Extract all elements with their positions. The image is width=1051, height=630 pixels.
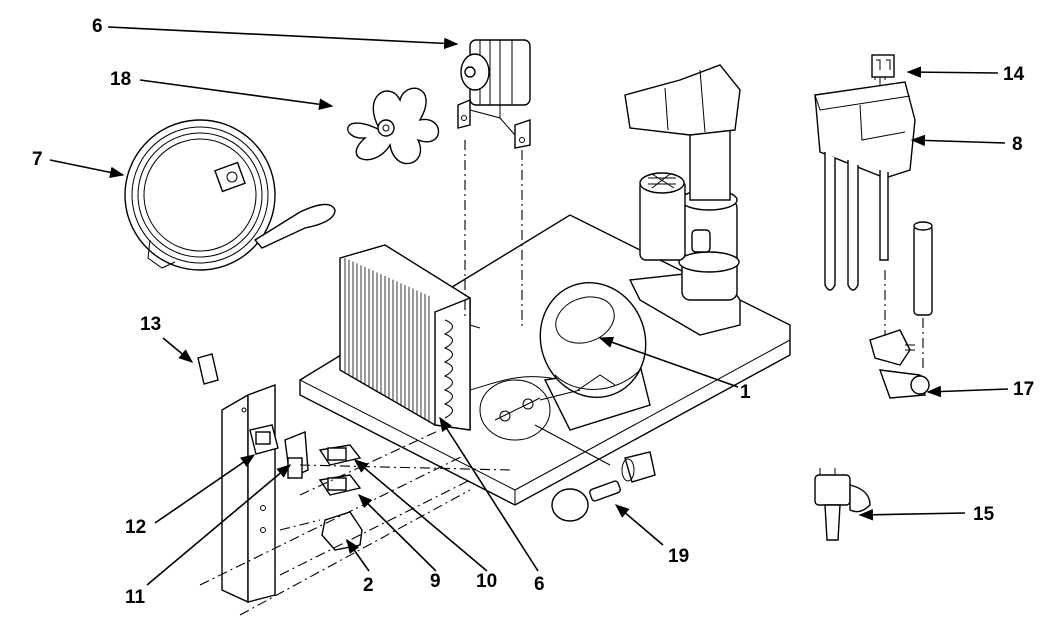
callout-19: 19	[668, 546, 689, 567]
auger-drive-assembly	[624, 64, 741, 336]
callout-18: 18	[110, 69, 131, 90]
fan-blade	[347, 87, 440, 165]
control-box-panel	[221, 383, 276, 604]
callout-6-top: 6	[92, 16, 103, 37]
compressor	[539, 281, 651, 431]
callout-1: 1	[740, 382, 751, 403]
overflow-tube	[913, 221, 933, 316]
callout-8: 8	[1012, 134, 1023, 155]
relay-upper	[318, 444, 362, 466]
water-inlet-valve	[814, 468, 871, 541]
callout-15: 15	[973, 504, 995, 525]
callout-2: 2	[363, 575, 374, 596]
float-switch	[871, 54, 895, 78]
callout-10: 10	[476, 571, 497, 592]
water-reservoir	[814, 55, 916, 291]
callout-14: 14	[1003, 64, 1025, 85]
callout-11: 11	[125, 587, 146, 608]
callout-12: 12	[125, 517, 146, 538]
relay-lower	[318, 474, 362, 496]
callout-17: 17	[1013, 379, 1034, 400]
callout-6-bottom: 6	[534, 574, 545, 595]
capillary-detail	[479, 379, 611, 466]
callout-9: 9	[430, 571, 441, 592]
assembly-lines	[199, 140, 924, 616]
callout-13: 13	[140, 314, 161, 335]
valve-fitting-assembly	[869, 329, 930, 399]
drier-fittings	[551, 451, 656, 522]
relay-bracket	[284, 430, 309, 480]
fuse	[197, 353, 219, 385]
evaporator-coil	[124, 119, 336, 271]
fan-motor	[457, 39, 531, 149]
condenser-coil	[339, 244, 561, 431]
callout-7: 7	[32, 149, 43, 170]
leader-lines	[49, 26, 1009, 586]
toggle-switch	[249, 424, 279, 455]
